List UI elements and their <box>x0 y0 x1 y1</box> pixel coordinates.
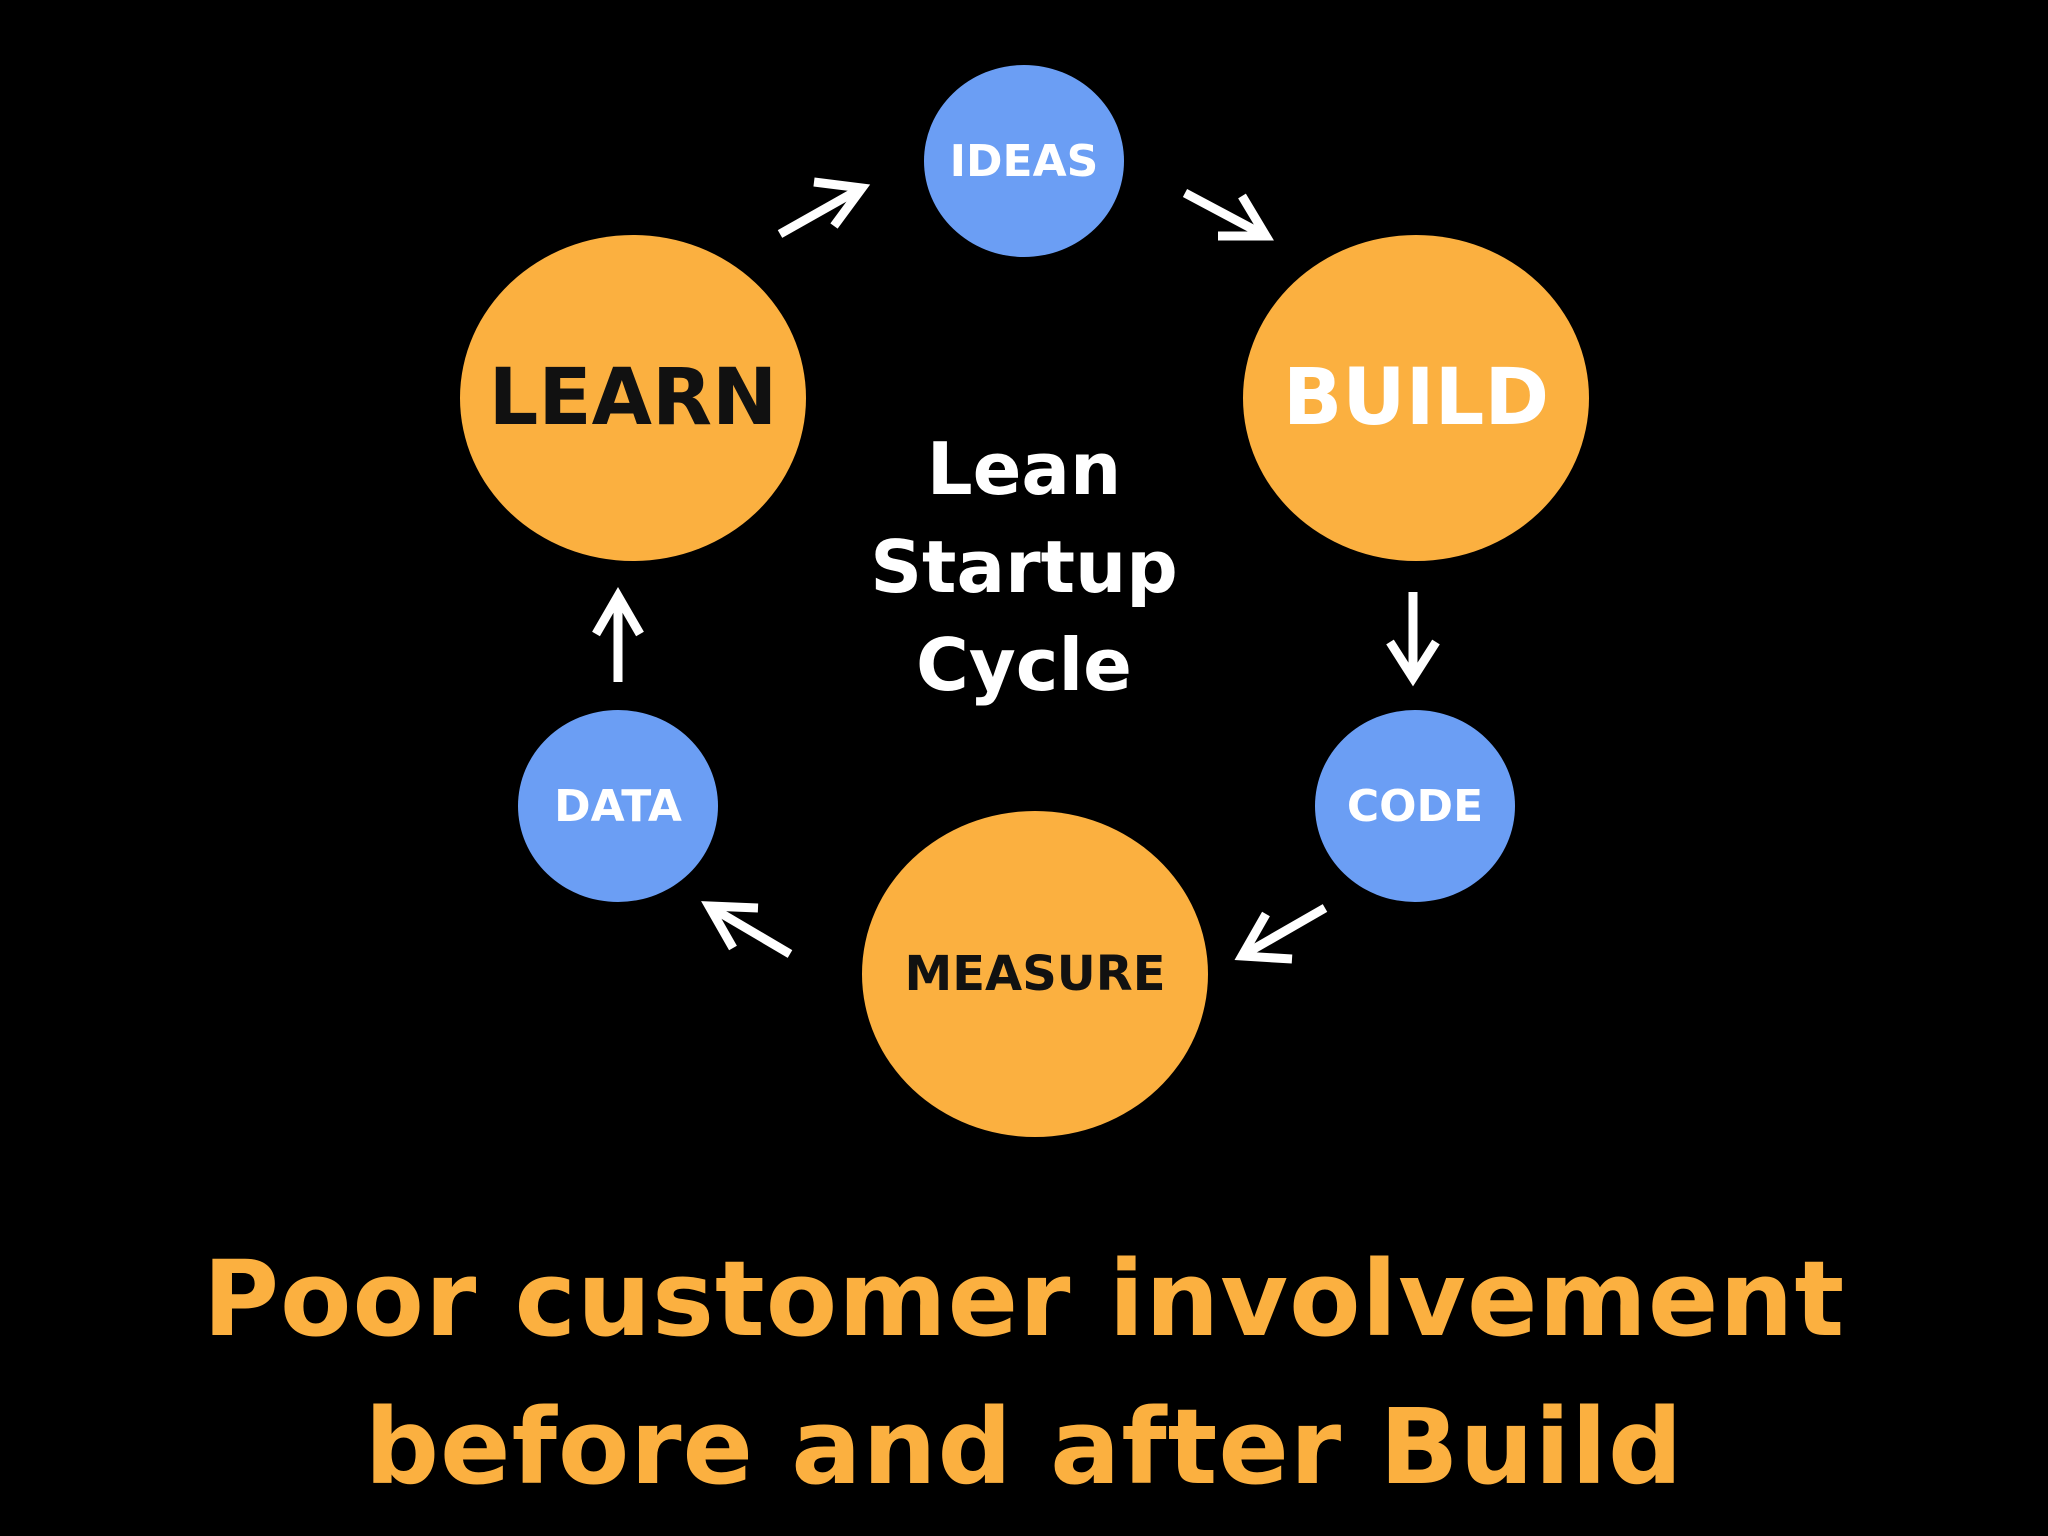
cycle-title-line-2: Startup <box>870 525 1178 609</box>
code-node: CODE <box>1315 710 1515 902</box>
arrow-measure-to-data <box>701 901 793 958</box>
caption-line-1: Poor customer involvement <box>202 1238 1846 1360</box>
ideas-node: IDEAS <box>924 65 1124 257</box>
caption-line-2: before and after Build <box>364 1386 1684 1508</box>
ideas-label: IDEAS <box>949 135 1099 187</box>
measure-label: MEASURE <box>904 946 1166 1002</box>
measure-node: MEASURE <box>862 811 1208 1137</box>
learn-label: LEARN <box>488 353 778 443</box>
arrow-code-to-measure <box>1234 904 1328 964</box>
cycle-title-line-1: Lean <box>926 427 1122 511</box>
build-node: BUILD <box>1243 235 1589 561</box>
learn-node: LEARN <box>460 235 806 561</box>
slide-caption: Poor customer involvement before and aft… <box>0 1225 2048 1521</box>
data-node: DATA <box>518 710 718 902</box>
build-label: BUILD <box>1282 353 1550 443</box>
arrow-learn-to-ideas <box>777 177 871 238</box>
data-label: DATA <box>554 780 682 832</box>
arrow-ideas-to-build <box>1182 189 1274 241</box>
arrow-build-to-code <box>1386 592 1440 687</box>
cycle-title: Lean Startup Cycle <box>824 420 1224 714</box>
arrow-data-to-learn <box>592 587 644 682</box>
cycle-title-line-3: Cycle <box>916 623 1132 707</box>
code-label: CODE <box>1346 780 1484 832</box>
